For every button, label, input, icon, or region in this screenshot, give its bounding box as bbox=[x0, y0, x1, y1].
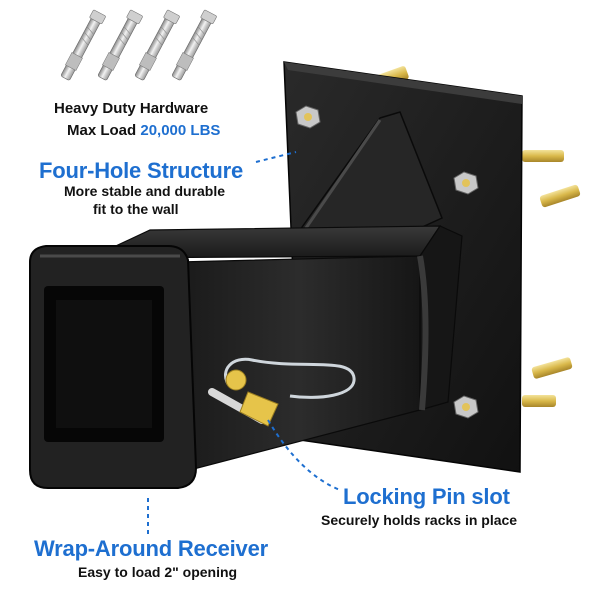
four-hole-line2: fit to the wall bbox=[93, 201, 179, 217]
locking-pin-subtitle: Securely holds racks in place bbox=[321, 512, 518, 528]
max-load-caption: Max Load 20,000 LBS bbox=[67, 122, 220, 139]
four-hole-title: Four-Hole Structure bbox=[39, 158, 243, 183]
anchor-bolts bbox=[61, 9, 217, 81]
locking-pin-title: Locking Pin slot bbox=[343, 484, 510, 509]
hardware-caption: Heavy Duty Hardware bbox=[54, 100, 209, 117]
max-load-prefix: Max Load bbox=[67, 122, 141, 139]
gusset bbox=[298, 111, 443, 231]
locking-pin bbox=[208, 357, 356, 427]
four-hole-line1: More stable and durable bbox=[64, 183, 226, 199]
wrap-around-subtitle: Easy to load 2" opening bbox=[78, 564, 238, 580]
max-load-value: 20,000 LBS bbox=[140, 122, 221, 139]
callout-lines bbox=[147, 151, 341, 534]
wrap-around-title: Wrap-Around Receiver bbox=[34, 536, 268, 561]
wrap-around-receiver bbox=[29, 245, 198, 489]
